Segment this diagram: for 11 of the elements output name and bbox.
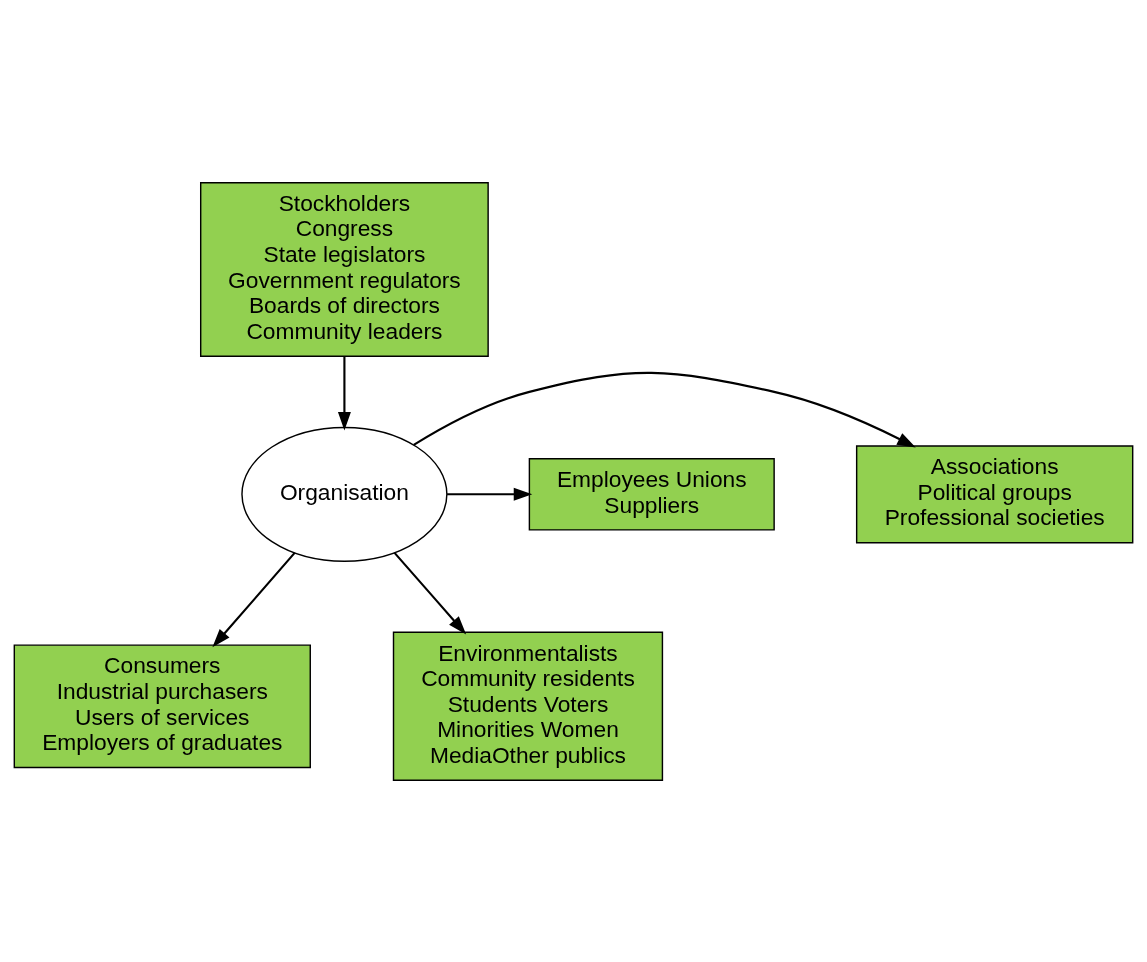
node-box: Consumers Industrial purchasers Users of services Employers of graduates	[13, 643, 311, 768]
arrow	[337, 356, 351, 430]
node-box: Stockholders Congress State legislators Government regulators Boards of directors Community leaders	[200, 181, 489, 357]
node-box: Employees Unions Suppliers	[528, 457, 775, 531]
node-box: Environmentalists Community residents Students Voters Minorities Women MediaOther publics	[392, 631, 664, 781]
arrow	[393, 551, 467, 634]
arrow	[447, 487, 533, 501]
node-box: Associations Political groups Professional societies	[855, 444, 1134, 543]
arrow	[413, 371, 916, 447]
arrow	[212, 551, 296, 647]
node-ellipse: Organisation	[241, 426, 448, 562]
